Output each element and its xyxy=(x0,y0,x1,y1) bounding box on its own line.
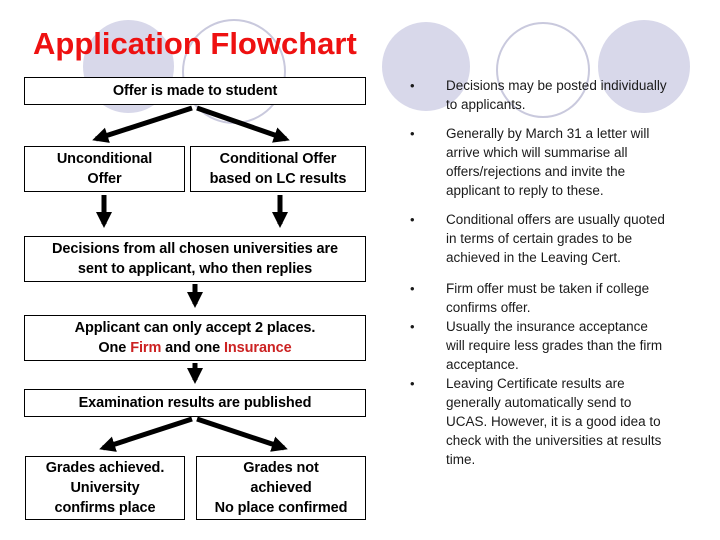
bullet-item: • Leaving Certificate results are genera… xyxy=(402,374,670,469)
decorative-circle-outlined xyxy=(496,22,590,118)
decorative-circle-filled xyxy=(382,22,470,111)
box-line: Grades achieved. xyxy=(45,460,165,476)
box-line: Offer xyxy=(87,171,122,187)
flowchart-box-conditional-offer: Conditional Offer based on LC results xyxy=(190,146,366,192)
box-line-segment-firm: Firm xyxy=(130,340,162,356)
bullet-text: Decisions may be posted individually to … xyxy=(446,78,667,112)
box-line: One Firm and one Insurance xyxy=(25,338,365,358)
box-line: Applicant can only accept 2 places. xyxy=(74,320,316,336)
box-line-segment-insurance: Insurance xyxy=(224,340,292,356)
flowchart-box-offer: Offer is made to student xyxy=(24,77,366,105)
bullet-text: Usually the insurance acceptance will re… xyxy=(446,319,663,372)
bullet-item: • Conditional offers are usually quoted … xyxy=(402,210,670,267)
box-line: based on LC results xyxy=(209,171,347,187)
bullet-item: • Usually the insurance acceptance will … xyxy=(402,317,670,374)
box-line: Unconditional xyxy=(56,151,153,167)
arrow-offer-to-unconditional xyxy=(92,105,193,143)
flowchart-box-unconditional-offer: Unconditional Offer xyxy=(24,146,185,192)
decorative-circle-filled xyxy=(598,20,690,113)
box-line: Grades not xyxy=(243,460,319,476)
bullet-item: • Generally by March 31 a letter will ar… xyxy=(402,124,670,200)
bullet-item: • Decisions may be posted individually t… xyxy=(402,76,670,114)
bullet-marker: • xyxy=(410,319,415,334)
box-line: Offer is made to student xyxy=(112,83,278,99)
box-line: Examination results are published xyxy=(78,395,312,411)
bullet-list: • Decisions may be posted individually t… xyxy=(402,76,670,469)
flowchart-box-grades-achieved: Grades achieved. University confirms pla… xyxy=(25,456,185,520)
slide-title: Application Flowchart xyxy=(33,26,357,61)
box-line: Decisions from all chosen universities a… xyxy=(52,241,338,257)
box-line: Conditional Offer xyxy=(219,151,337,167)
flowchart-box-examination: Examination results are published xyxy=(24,389,366,417)
bullet-marker: • xyxy=(410,126,415,141)
box-line-segment: and one xyxy=(161,340,224,356)
box-line: University xyxy=(70,480,140,496)
flowchart-box-applicant-accept: Applicant can only accept 2 places. One … xyxy=(24,315,366,361)
box-line: sent to applicant, who then replies xyxy=(77,261,313,277)
box-line: confirms place xyxy=(54,500,156,516)
flowchart-box-decisions: Decisions from all chosen universities a… xyxy=(24,236,366,282)
bullet-marker: • xyxy=(410,376,415,391)
bullet-text: Firm offer must be taken if college conf… xyxy=(446,281,650,315)
bullet-marker: • xyxy=(410,281,415,296)
bullet-text: Conditional offers are usually quoted in… xyxy=(446,212,665,265)
box-line-segment: One xyxy=(98,340,131,356)
box-line: achieved xyxy=(250,480,312,496)
bullet-item: • Firm offer must be taken if college co… xyxy=(402,279,670,317)
flowchart-box-grades-not-achieved: Grades not achieved No place confirmed xyxy=(196,456,366,520)
bullet-marker: • xyxy=(410,212,415,227)
arrow-examination-to-grades-not-achieved xyxy=(196,416,288,452)
arrow-examination-to-grades-achieved xyxy=(99,416,193,452)
bullet-text: Leaving Certificate results are generall… xyxy=(446,376,662,467)
box-line: No place confirmed xyxy=(214,500,348,516)
bullet-marker: • xyxy=(410,78,415,93)
bullet-text: Generally by March 31 a letter will arri… xyxy=(446,126,650,198)
